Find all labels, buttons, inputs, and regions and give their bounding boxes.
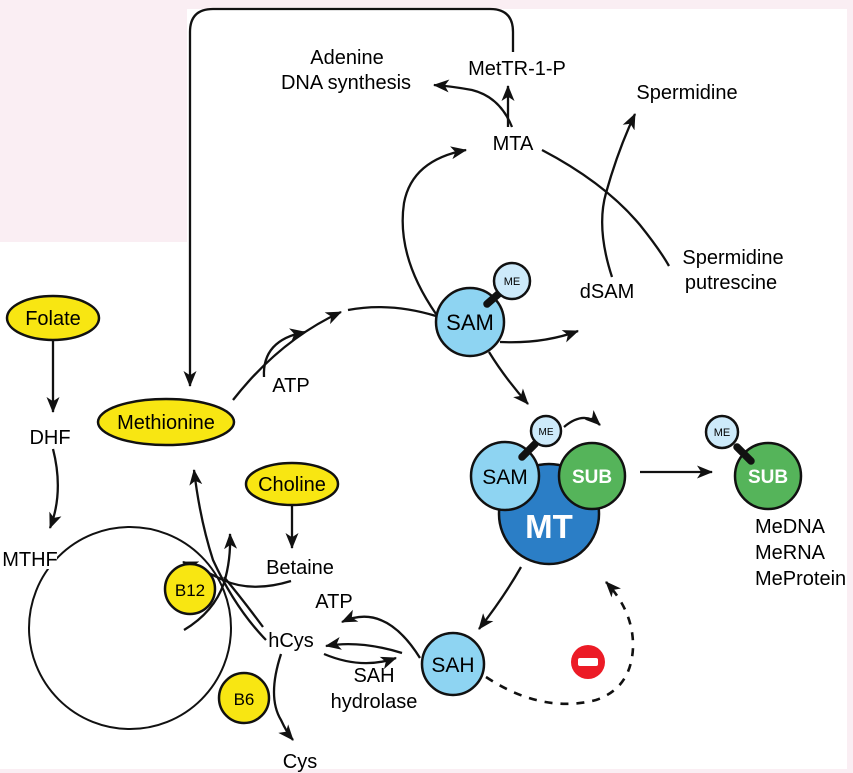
spermidine-substrate-label: Spermidine (682, 247, 783, 269)
arrow-sam-to-mt-complex (488, 351, 529, 405)
b12-node-label: B12 (175, 581, 205, 600)
me-node-product (704, 414, 740, 450)
arrow-dsam-to-spermidine (601, 113, 637, 278)
medna-label: MeDNA (755, 516, 826, 538)
arrow-atp-lower (341, 609, 421, 659)
hcys-label: hCys (268, 630, 314, 652)
curve-junction-to-hcys (223, 576, 264, 628)
dhf-label: DHF (29, 427, 70, 449)
adenine-label: Adenine (310, 47, 383, 69)
sah-node-label: SAH (431, 654, 474, 677)
sub-complex-label: SUB (572, 467, 612, 488)
arrow-hcys-to-sah (323, 652, 397, 670)
folate-cycle-circle (28, 526, 232, 730)
spermidine-product-label: Spermidine (636, 82, 737, 104)
curve-methionine-to-sam-tail (347, 305, 437, 318)
sam-node-label: SAM (446, 310, 494, 335)
folate-node-label: Folate (25, 308, 81, 330)
sub-product-label: SUB (748, 467, 788, 488)
sam-me-bond-complex (518, 440, 539, 461)
sub-node-complex (557, 441, 627, 511)
curve-putrescine-to-mta (541, 148, 671, 267)
sah-hydrolase-label-line1: SAH (353, 665, 394, 687)
me-node (492, 261, 532, 301)
arrow-hcys-to-methionine (189, 469, 267, 641)
arrow-dhf-to-mthf (48, 448, 62, 529)
arrow-hcys-to-cys (272, 653, 294, 741)
mettr1p-label: MetTR-1-P (468, 58, 566, 80)
arrow-sah-inhibits-mt (485, 581, 635, 706)
cys-label: Cys (283, 751, 317, 773)
sah-node (420, 631, 486, 697)
me-node-complex (529, 414, 563, 448)
sub-me-bond-product (733, 443, 755, 465)
putrescine-label: putrescine (685, 272, 777, 294)
b12-node (163, 562, 217, 616)
page-edge-topleft (0, 0, 187, 242)
me-node-label: ME (504, 276, 521, 288)
methionine-node (96, 397, 236, 447)
arrow-methyl-transfer (563, 410, 601, 428)
methionine-node-label: Methionine (117, 412, 215, 434)
page-edge-top (0, 0, 853, 9)
arrow-mta-to-adenine (433, 79, 514, 128)
page-edge-bottom (0, 769, 853, 773)
sam-complex-label: SAM (482, 466, 528, 489)
mt-node-label: MT (525, 508, 573, 545)
dsam-label: dSAM (580, 281, 634, 303)
folate-node (5, 294, 101, 342)
atp-lower-label: ATP (315, 591, 352, 613)
dna-synthesis-label: DNA synthesis (281, 72, 411, 94)
choline-node-label: Choline (258, 474, 326, 496)
arrow-methionine-to-sam (232, 310, 342, 401)
me-product-label: ME (714, 427, 731, 439)
me-complex-label: ME (539, 427, 554, 438)
mthf-label: MTHF (2, 549, 58, 571)
betaine-label: Betaine (266, 557, 334, 579)
b6-node-label: B6 (234, 690, 255, 709)
atp-upper-label: ATP (272, 375, 309, 397)
merna-label: MeRNA (755, 542, 826, 564)
arrow-sam-to-mta (401, 146, 467, 315)
page-edge-right (847, 0, 853, 773)
choline-node (244, 461, 340, 507)
meprotein-label: MeProtein (755, 568, 846, 590)
mthf-label-bg (3, 546, 57, 569)
arrow-sah-to-hcys (325, 636, 403, 655)
inhibition-minus-icon (571, 645, 605, 679)
arrow-atp-upper (262, 328, 306, 378)
arrow-mettr1p-to-methionine (183, 7, 515, 387)
arrow-thf-return (183, 533, 238, 631)
arrow-sam-to-dsam (499, 329, 579, 344)
b6-node (217, 671, 271, 725)
sah-hydrolase-label-line2: hydrolase (331, 691, 418, 713)
arrow-mt-to-sah (478, 566, 523, 630)
mta-label: MTA (493, 133, 534, 155)
